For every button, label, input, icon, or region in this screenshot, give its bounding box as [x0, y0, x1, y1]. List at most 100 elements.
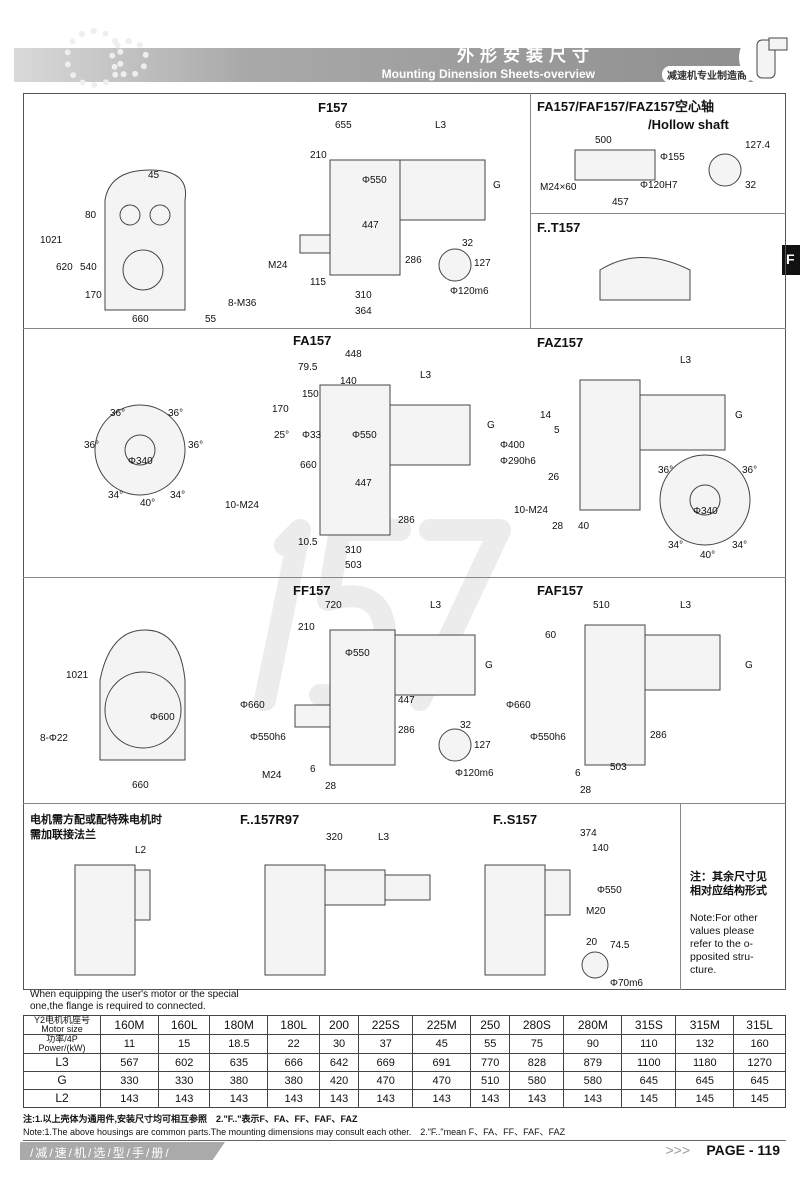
dim: Φ550 [597, 885, 622, 896]
row-header-en: Motor size [41, 1024, 83, 1034]
table-cell: 770 [470, 1053, 511, 1072]
table-cell: 691 [412, 1053, 472, 1072]
title-hollow: FA157/FAF157/FAZ157空心轴 [537, 99, 715, 114]
dim: M24 [268, 260, 288, 271]
dim: Φ120H7 [640, 180, 678, 191]
dim: 170 [272, 404, 289, 415]
table-cell: 580 [509, 1071, 565, 1090]
table-cell: 11 [100, 1034, 159, 1054]
table-cell: 330 [157, 1071, 211, 1090]
dim: 14 [540, 410, 552, 421]
row-header-en: Power/(kW) [38, 1043, 86, 1053]
title-faf157: FAF157 [537, 583, 584, 598]
dim: 1021 [66, 670, 89, 681]
table-cell: 132 [675, 1034, 735, 1054]
dim: 25° [274, 430, 290, 441]
dim: Φ70m6 [610, 978, 643, 989]
table-cell: 380 [209, 1071, 269, 1090]
dim: 40° [700, 550, 716, 561]
dim: G [487, 420, 495, 431]
table-cell: 143 [563, 1089, 623, 1108]
table-cell: 666 [267, 1053, 320, 1072]
gear-icon [109, 38, 149, 78]
dim: Φ400 [500, 440, 525, 451]
dim: 36° [188, 440, 204, 451]
dim: 32 [745, 180, 757, 191]
table-cell: 22 [267, 1034, 320, 1054]
table-cell: 90 [563, 1034, 623, 1054]
motor-flange-note-en: When equipping the user's motor or the s… [30, 989, 239, 1012]
drawings [74, 149, 751, 979]
title-f157: F157 [318, 100, 348, 115]
dim: 374 [580, 828, 597, 839]
dim: Φ33 [302, 430, 322, 441]
row-header: G [23, 1071, 101, 1090]
dim: L3 [430, 600, 442, 611]
side-note-en: Note:For other values please refer to th… [690, 912, 758, 976]
motor-flange-note-cn-1: 电机需方配或配特殊电机时 [30, 814, 162, 826]
dim: 655 [335, 120, 352, 131]
header-title-en: Mounting Dinension Sheets-overview [381, 67, 595, 81]
dim: 310 [355, 290, 372, 301]
table-cell: 1270 [733, 1053, 786, 1072]
dim: 34° [108, 490, 124, 501]
dim: M24×60 [540, 182, 577, 193]
dim: 8-Φ22 [40, 733, 68, 744]
table-cell: 470 [358, 1071, 414, 1090]
dim: Φ550 [345, 648, 370, 659]
title-faz157: FAZ157 [537, 335, 584, 350]
table-cell: 55 [470, 1034, 511, 1054]
row-header-cn: 功率/4P [46, 1034, 78, 1044]
dim: 140 [340, 376, 357, 387]
dim: 447 [355, 478, 372, 489]
table-cell: 180M [209, 1015, 269, 1035]
dim: 74.5 [610, 940, 630, 951]
drawing-frame [23, 93, 786, 990]
dim: L3 [680, 355, 692, 366]
dim: 210 [310, 150, 327, 161]
dim: 457 [612, 197, 629, 208]
table-cell: 315L [733, 1015, 786, 1035]
dim: 660 [132, 314, 149, 325]
dim: 286 [398, 515, 415, 526]
dim: 620 [56, 262, 73, 273]
dim: 36° [742, 465, 758, 476]
dim: Φ340 [693, 506, 718, 517]
dim: 36° [658, 465, 674, 476]
table-cell: 315M [675, 1015, 735, 1035]
dim: 510 [593, 600, 610, 611]
table-cell: 879 [563, 1053, 623, 1072]
dim: 127.4 [745, 140, 771, 151]
dim: M20 [586, 906, 606, 917]
title-f157r97: F..157R97 [240, 812, 300, 827]
dim: 40 [578, 521, 590, 532]
dim: Φ660 [506, 700, 531, 711]
dim: L2 [135, 845, 147, 856]
table-cell: 145 [621, 1089, 677, 1108]
dim: 286 [650, 730, 667, 741]
dim: 503 [610, 762, 627, 773]
dim: 34° [170, 490, 186, 501]
table-cell: 143 [157, 1089, 211, 1108]
dim: L3 [378, 832, 390, 843]
side-tab[interactable]: F [782, 245, 800, 275]
dim: M24 [262, 770, 282, 781]
dim: 36° [110, 408, 126, 419]
dim: 720 [325, 600, 342, 611]
dim: 320 [326, 832, 343, 843]
dim: Φ550 [362, 175, 387, 186]
dim: 660 [300, 460, 317, 471]
dim: 503 [345, 560, 362, 571]
table-cell: 160 [733, 1034, 786, 1054]
dim: 36° [168, 408, 184, 419]
table-cell: 645 [675, 1071, 735, 1090]
dim: 26 [548, 472, 560, 483]
dim: 448 [345, 349, 362, 360]
dim: 210 [298, 622, 315, 633]
